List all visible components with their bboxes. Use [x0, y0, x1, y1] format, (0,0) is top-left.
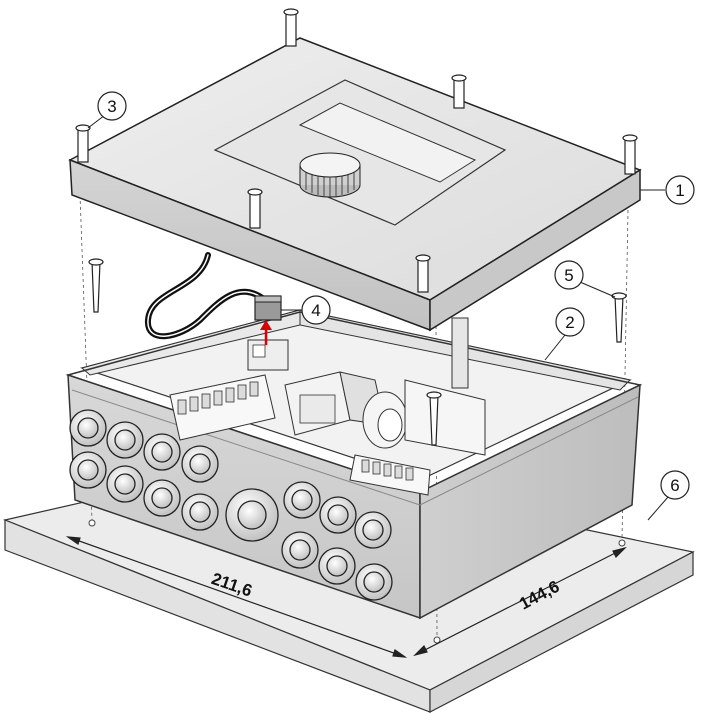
callout-3: 3: [87, 91, 127, 129]
cable-glands: [69, 409, 393, 601]
callout-2: 2: [544, 307, 585, 361]
callout-label-4: 4: [311, 301, 320, 320]
callout-label-1: 1: [675, 181, 684, 200]
callout-6: 6: [647, 470, 690, 521]
callout-4: 4: [281, 295, 331, 325]
sensor-cable-highlight: [147, 254, 266, 337]
internal-electronics: [169, 317, 486, 496]
rotary-knob: [299, 152, 361, 198]
cable-connector: [254, 295, 282, 321]
enclosure-lid: [68, 37, 642, 332]
callout-5: 5: [554, 260, 616, 298]
callout-label-2: 2: [565, 313, 574, 332]
callout-label-3: 3: [107, 97, 116, 116]
insertion-arrow-icon: [260, 320, 272, 345]
callout-label-6: 6: [670, 476, 679, 495]
lid-screws: [75, 8, 638, 293]
callout-1: 1: [640, 175, 695, 205]
dimension-lines: [65, 536, 627, 658]
mounting-screws: [88, 258, 627, 446]
callout-label-5: 5: [564, 266, 573, 285]
